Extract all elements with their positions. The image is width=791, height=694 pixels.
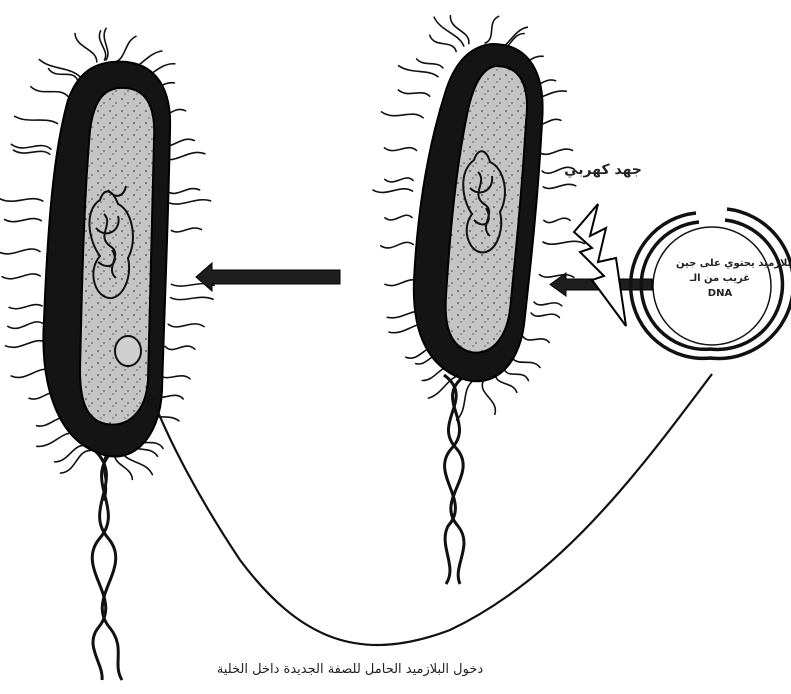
flagellum	[13, 150, 49, 154]
flagellum	[75, 34, 97, 62]
flagellum	[0, 249, 40, 254]
flagellum	[430, 35, 457, 51]
flagellum	[482, 382, 495, 415]
flagellum	[512, 358, 540, 368]
flagellum	[434, 17, 464, 46]
plasmid-entry-curve	[150, 374, 712, 645]
flagellum	[15, 116, 58, 123]
flagellum	[385, 178, 413, 182]
flagellum	[523, 337, 549, 343]
flagellum	[61, 450, 91, 473]
flagellum	[385, 215, 412, 220]
flagellum	[540, 149, 573, 154]
big-arrow	[196, 263, 340, 291]
right-bacterium	[414, 44, 543, 381]
flagellum	[168, 324, 204, 327]
flagellum	[385, 280, 418, 286]
flagellum	[165, 346, 195, 350]
flagellum	[382, 112, 424, 118]
flagellum	[457, 381, 473, 420]
flagellum	[171, 228, 201, 232]
flagellum	[171, 297, 213, 299]
flagellum	[2, 274, 40, 279]
plasmid-label: بلازميد يحتوي على جين غريب من الـ DNA	[676, 256, 764, 301]
flagellum	[485, 16, 499, 43]
flagellum	[544, 218, 570, 222]
flagellum	[504, 368, 529, 380]
plasmid-label-line-2: غريب من الـ	[676, 271, 764, 286]
flagellum	[49, 69, 78, 80]
flagellum	[417, 59, 443, 68]
flagellum	[116, 36, 137, 62]
plasmid-label-line-3: DNA	[676, 286, 764, 301]
flagellum	[0, 199, 43, 202]
flagellum	[384, 148, 416, 151]
flagellum	[55, 445, 85, 461]
flagellum	[398, 90, 429, 96]
flagellum	[539, 275, 574, 278]
flagellum	[115, 454, 133, 479]
flagellum	[169, 200, 210, 204]
left-cell-tail	[92, 448, 122, 680]
plasmid-label-line-1: بلازميد يحتوي على جين	[676, 256, 764, 271]
flagellum	[6, 341, 47, 348]
flagellum	[8, 322, 44, 329]
flagellum	[37, 433, 75, 447]
flagellum	[9, 305, 42, 309]
flagellum	[543, 241, 585, 244]
flagellum	[543, 184, 576, 188]
flagellum	[399, 66, 438, 77]
right-cell-tail	[444, 375, 466, 584]
flagellum	[5, 219, 42, 222]
flagellum	[373, 189, 413, 193]
flagellum	[531, 313, 559, 318]
flagellum	[168, 189, 199, 194]
diagram-caption: دخول البلازميد الحامل للصفة الجديدة داخل…	[200, 662, 500, 677]
flagellum	[534, 302, 562, 306]
flagellum	[381, 242, 413, 248]
lightning-bolt-icon	[574, 204, 626, 326]
flagellum	[159, 375, 190, 379]
flagellum	[496, 376, 517, 393]
flagellum	[31, 87, 68, 97]
flagellum	[11, 144, 51, 149]
voltage-label: جهد كهربي	[548, 162, 658, 178]
